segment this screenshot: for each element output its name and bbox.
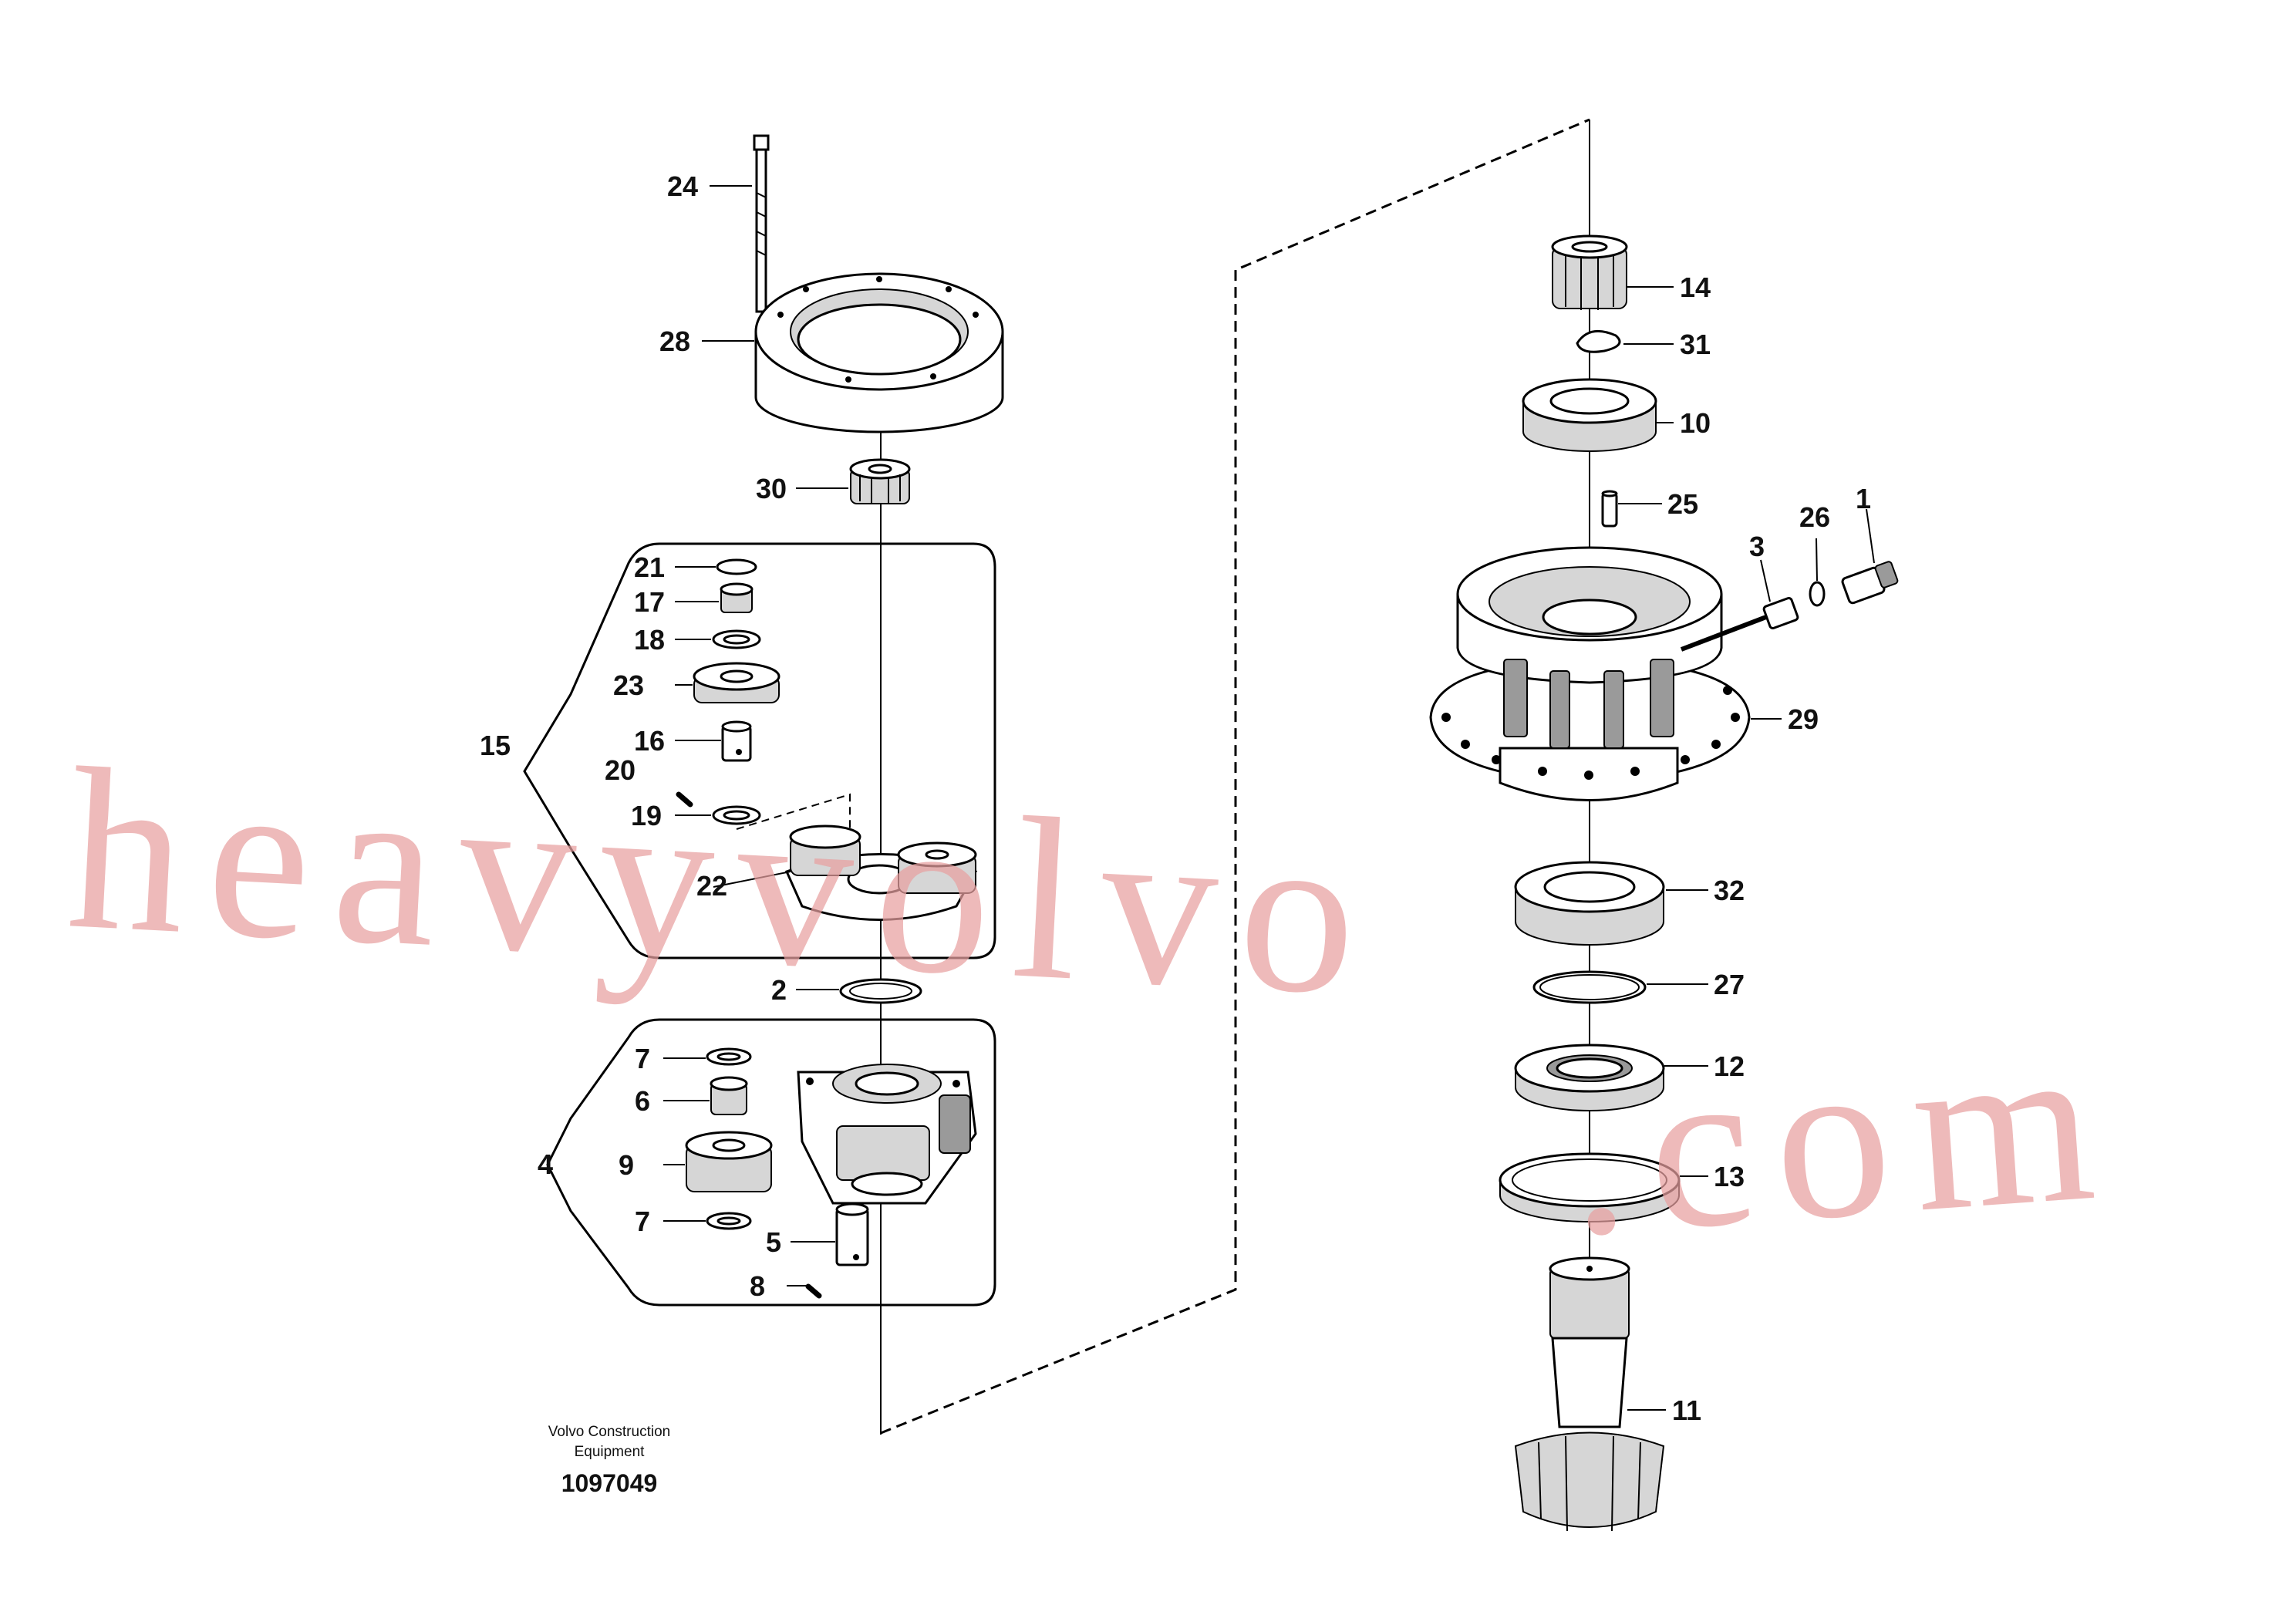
leader-lines xyxy=(663,185,1875,1411)
company-line-1: Volvo Construction xyxy=(548,1424,670,1440)
watermark-text-suffix: .com xyxy=(1559,990,2124,1284)
seal-12 xyxy=(1514,1044,1665,1111)
thrust-washer-7-bottom xyxy=(706,1212,752,1230)
label-7-bottom: 7 xyxy=(635,1206,650,1237)
planet-carrier-22 xyxy=(784,824,978,921)
o-ring-27 xyxy=(1532,970,1647,1004)
label-7-top: 7 xyxy=(635,1043,650,1074)
label-17: 17 xyxy=(634,586,665,618)
label-22: 22 xyxy=(696,870,727,902)
label-9: 9 xyxy=(619,1149,634,1181)
label-15: 15 xyxy=(480,730,511,761)
label-4: 4 xyxy=(538,1148,553,1180)
label-29: 29 xyxy=(1788,703,1819,735)
group-box-15 xyxy=(523,542,996,959)
group-box-4 xyxy=(546,1018,996,1307)
level-gauge-3 xyxy=(1680,597,1799,652)
label-16: 16 xyxy=(634,725,665,757)
label-12: 12 xyxy=(1714,1050,1745,1082)
label-2: 2 xyxy=(771,974,787,1006)
label-3: 3 xyxy=(1749,531,1765,562)
dashed-planet-link xyxy=(736,793,851,872)
dowel-pin-25 xyxy=(1601,490,1618,528)
label-13: 13 xyxy=(1714,1161,1745,1192)
label-21: 21 xyxy=(634,551,665,583)
watermark: heavyvolvo .com xyxy=(63,720,2125,1283)
snap-ring-21 xyxy=(716,558,757,575)
label-6: 6 xyxy=(635,1085,650,1117)
label-19: 19 xyxy=(631,800,662,831)
seal-ring-13 xyxy=(1499,1152,1681,1222)
needle-bearing-17 xyxy=(720,582,754,613)
thrust-washer-18 xyxy=(712,629,761,649)
planet-gear-23 xyxy=(693,662,781,703)
bearing-32 xyxy=(1514,861,1665,946)
sun-gear-14 xyxy=(1551,234,1628,310)
label-14: 14 xyxy=(1680,271,1711,303)
label-31: 31 xyxy=(1680,329,1711,360)
spring-pin-20 xyxy=(676,791,693,808)
drawing-number: 1097049 xyxy=(561,1469,658,1497)
snap-ring-31 xyxy=(1576,329,1621,353)
label-8: 8 xyxy=(750,1270,765,1302)
dashed-link-line xyxy=(880,118,1590,1435)
watermark-text-main: heavyvolvo xyxy=(63,720,1386,1044)
planet-gear-9 xyxy=(685,1131,773,1192)
part-labels: 24 28 30 21 17 18 23 16 15 20 19 22 2 7 … xyxy=(480,170,1871,1426)
planet-carrier-4 xyxy=(797,1064,977,1205)
label-30: 30 xyxy=(756,473,787,504)
plug-1 xyxy=(1841,561,1899,605)
sun-gear-30 xyxy=(849,458,911,504)
bolt-24 xyxy=(753,134,770,313)
label-23: 23 xyxy=(613,669,644,701)
housing-29 xyxy=(1429,546,1751,801)
label-1: 1 xyxy=(1856,483,1871,514)
label-10: 10 xyxy=(1680,407,1711,439)
label-11: 11 xyxy=(1672,1394,1701,1426)
bearing-10 xyxy=(1522,378,1657,452)
label-20: 20 xyxy=(605,754,636,786)
label-27: 27 xyxy=(1714,969,1745,1000)
pinion-shaft-11 xyxy=(1514,1256,1665,1532)
needle-bearing-6 xyxy=(710,1076,748,1115)
label-24: 24 xyxy=(667,170,698,202)
label-28: 28 xyxy=(659,325,690,357)
company-line-2: Equipment xyxy=(575,1444,646,1460)
pin-16 xyxy=(721,720,752,762)
thrust-washer-19 xyxy=(712,805,761,825)
ring-gear-28 xyxy=(754,272,1004,433)
o-ring-26 xyxy=(1809,581,1826,607)
spring-pin-8 xyxy=(805,1283,822,1299)
drawing-footer: Volvo Construction Equipment 1097049 xyxy=(548,1424,670,1497)
thrust-washer-7-top xyxy=(706,1047,752,1066)
label-25: 25 xyxy=(1667,488,1698,520)
o-ring-2 xyxy=(839,978,922,1004)
pin-5 xyxy=(835,1202,869,1266)
label-5: 5 xyxy=(766,1226,781,1258)
label-26: 26 xyxy=(1799,501,1830,533)
label-18: 18 xyxy=(634,624,665,656)
label-32: 32 xyxy=(1714,875,1745,906)
